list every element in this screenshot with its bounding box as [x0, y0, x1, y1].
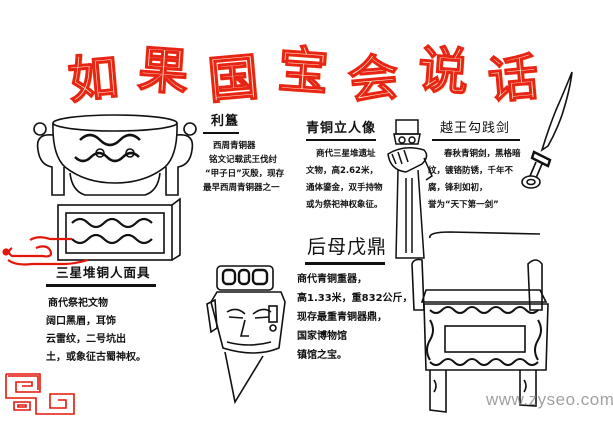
goujian-sword-description: 春秋青铜剑，黑格暗 纹，镀铬防锈，千年不 腐，锋利如初， 誉为“天下第一剑”	[428, 146, 521, 214]
bronze-figure-description: 商代三星堆遗址 文物，高2.62米， 通体鎏金，双手持物 或为祭祀神权象征。	[306, 146, 383, 214]
bronze-figure-heading: 青铜立人像	[306, 121, 377, 136]
goujian-sword-block: 越王勾践剑 春秋青铜剑，黑格暗 纹，镀铬防锈，千年不 腐，锋利如初， 誉为“天下…	[428, 117, 521, 214]
text-line: 誉为“天下第一剑”	[428, 199, 499, 210]
watermark: www.zyseo.com	[486, 390, 613, 409]
text-line: 土，或象征古蜀神权。	[46, 351, 146, 363]
heading-underline	[203, 132, 239, 134]
title-char: 国	[205, 46, 261, 111]
houmuwu-ding-description: 商代青铜重器， 高1.33米，重832公斤， 现存最重青铜器鼎， 国家博物馆 镇…	[297, 270, 413, 365]
text-line: 镇馆之宝。	[297, 349, 347, 361]
text-line: 现存最重青铜器鼎，	[297, 311, 387, 323]
ligui-block: 利簋 西周青铜器 铭文记载武王伐纣 “甲子日”灭殷，现存 最早西周青铜器之一	[203, 110, 284, 195]
text-line: 或为祭祀神权象征。	[306, 200, 383, 210]
title-char: 宝	[276, 39, 331, 103]
text-line: 最早西周青铜器之一	[203, 183, 280, 193]
heading-underline	[306, 139, 376, 141]
bronze-figure-illustration	[387, 119, 433, 259]
sanxingdui-mask-description: 商代祭祀文物 阔口黑眉，耳饰 云雷纹，二号坑出 土，或象征古蜀神权。	[46, 295, 156, 367]
ligui-description: 西周青铜器 铭文记载武王伐纣 “甲子日”灭殷，现存 最早西周青铜器之一	[203, 139, 284, 195]
title-char: 说	[416, 39, 471, 103]
text-line: 文物，高2.62米，	[306, 166, 378, 176]
heading-underline	[46, 284, 156, 287]
text-line: 通体鎏金，双手持物	[306, 183, 383, 193]
bronze-figure-block: 青铜立人像 商代三星堆遗址 文物，高2.62米， 通体鎏金，双手持物 或为祭祀神…	[306, 117, 383, 214]
sword-illustration	[521, 71, 573, 189]
text-line: 商代青铜重器，	[297, 273, 367, 285]
text-line: 春秋青铜剑，黑格暗	[444, 148, 521, 159]
text-line: 国家博物馆	[297, 330, 347, 342]
text-line: 商代三星堆遗址	[316, 149, 376, 159]
title-char: 如	[65, 46, 121, 111]
text-line: 纹，镀铬防锈，千年不	[428, 165, 514, 176]
text-line: “甲子日”灭殷，现存	[205, 169, 285, 179]
goujian-sword-heading: 越王勾践剑	[440, 121, 511, 136]
fret-pattern-icon	[5, 373, 75, 415]
heading-underline	[305, 262, 385, 265]
mask-illustration	[206, 265, 286, 405]
text-line: 腐，锋利如初，	[428, 182, 488, 193]
cloud-motif-icon	[2, 236, 89, 266]
houmuwu-ding-heading: 后母戊鼎	[307, 236, 388, 258]
text-line: 西周青铜器	[213, 141, 256, 151]
ligui-heading: 利簋	[211, 114, 240, 129]
poster-title: 如 果 国 宝 会 说 话	[65, 24, 541, 111]
text-line: 铭文记载武王伐纣	[209, 155, 278, 165]
title-char: 会	[345, 46, 401, 111]
text-line: 云雷纹，二号坑出	[46, 333, 126, 345]
houmuwu-ding-block: 后母戊鼎 商代青铜重器， 高1.33米，重832公斤， 现存最重青铜器鼎， 国家…	[297, 232, 413, 365]
ligui-vessel-illustration	[33, 114, 197, 261]
sanxingdui-mask-block: 三星堆铜人面具 商代祭祀文物 阔口黑眉，耳饰 云雷纹，二号坑出 土，或象征古蜀神…	[46, 262, 156, 367]
title-char: 果	[136, 39, 191, 103]
text-line: 高1.33米，重832公斤，	[297, 292, 413, 304]
heading-underline	[432, 139, 520, 141]
ding-illustration	[411, 231, 549, 413]
sanxingdui-mask-heading: 三星堆铜人面具	[56, 265, 151, 280]
text-line: 商代祭祀文物	[48, 297, 108, 309]
text-line: 阔口黑眉，耳饰	[46, 315, 116, 327]
